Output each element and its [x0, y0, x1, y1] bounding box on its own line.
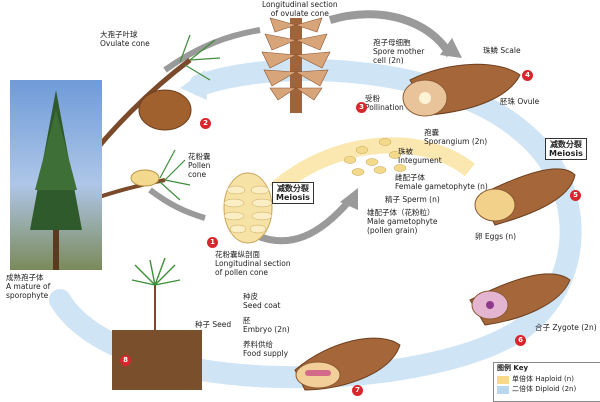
- haploid-arrow: [269, 137, 475, 197]
- step-marker-6: 6: [515, 335, 526, 346]
- sporangium-label: 孢囊 Sporangium (2n): [424, 128, 488, 146]
- diploid-swatch: [497, 385, 509, 394]
- seed-coat-label: 种皮 Seed coat: [243, 292, 281, 310]
- ovulate-cone-section-illustration: [261, 17, 331, 113]
- pollination-label: 受粉 Pollination: [365, 94, 404, 112]
- sperm-label: 精子 Sperm (n): [385, 195, 440, 204]
- seedling-illustration: [112, 257, 202, 390]
- zygote-illustration: [469, 273, 571, 326]
- step-marker-4: 4: [522, 70, 533, 81]
- legend-haploid-row: 单倍体 Haploid (n): [494, 375, 600, 384]
- legend-title: 图例 Key: [497, 364, 529, 372]
- ovulate-cone-section-label: Longitudinal section of ovulate cone: [262, 0, 338, 18]
- seed-label: 种子 Seed: [195, 320, 232, 329]
- gray-arrow-upper-left: [163, 27, 261, 73]
- embryo-label: 胚 Embryo (2n): [243, 316, 290, 334]
- pollen-grains: [343, 138, 407, 176]
- legend-diploid-row: 二倍体 Diploid (2n): [494, 385, 600, 394]
- female-gametophyte-illustration: [474, 168, 576, 226]
- food-supply-label: 养料供给 Food supply: [243, 340, 289, 358]
- meiosis-right-box: 减数分裂 Meiosis: [545, 138, 587, 160]
- male-gametophyte-label: 雄配子体（花粉粒） Male gametophyte (pollen grain…: [367, 208, 438, 235]
- legend-key: 图例 Key 单倍体 Haploid (n) 二倍体 Diploid (2n): [493, 362, 600, 402]
- gray-arrow-top: [328, 10, 454, 58]
- step-marker-1: 1: [207, 237, 218, 248]
- ovulate-cone-label: 大孢子叶球 Ovulate cone: [100, 30, 150, 48]
- step-marker-3: 3: [356, 102, 367, 113]
- seed-illustration: [294, 337, 401, 391]
- gray-arrow-left: [148, 187, 206, 221]
- scale-label: 珠鳞 Scale: [483, 46, 521, 55]
- gray-arrow-middle: [253, 197, 353, 245]
- step-marker-5: 5: [570, 190, 581, 201]
- pollen-cone-section-label: 花粉囊纵剖面 Longitudinal section of pollen co…: [215, 250, 291, 277]
- step-marker-8: 8: [120, 355, 131, 366]
- step-marker-7: 7: [352, 385, 363, 396]
- zygote-label: 合子 Zygote (2n): [535, 323, 597, 332]
- haploid-swatch: [497, 375, 509, 384]
- ovule-label: 胚珠 Ovule: [500, 97, 540, 106]
- diploid-cycle-arrow: [49, 59, 582, 389]
- mature-tree-photo: [10, 80, 102, 270]
- legend-haploid-label: 单倍体 Haploid (n): [512, 375, 574, 383]
- spore-mother-cell-label: 孢子母细胞 Spore mother cell (2n): [373, 38, 425, 65]
- eggs-label: 卵 Eggs (n): [475, 232, 517, 241]
- integument-label: 珠被 Integument: [398, 147, 442, 165]
- meiosis-center-box: 减数分裂 Meiosis: [272, 182, 314, 204]
- female-gametophyte-label: 雌配子体 Female gametophyte (n): [395, 173, 488, 191]
- step-marker-2: 2: [200, 118, 211, 129]
- pollen-cone-section-illustration: [223, 172, 273, 244]
- diploid-arrowhead: [180, 70, 207, 100]
- pollen-cone-label: 花粉囊 Pollen cone: [188, 152, 211, 179]
- legend-diploid-label: 二倍体 Diploid (2n): [512, 385, 577, 393]
- mature-sporophyte-label: 成熟孢子体 A mature of sporophyte: [6, 273, 51, 300]
- ovule-scale-illustration: [402, 63, 521, 117]
